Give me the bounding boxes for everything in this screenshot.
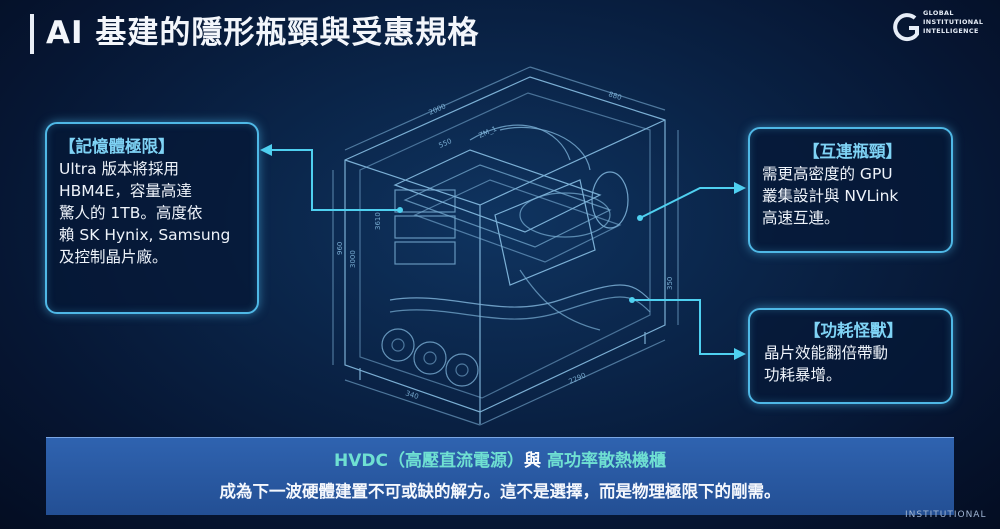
callout-body: Ultra 版本將採用 HBM4E，容量高達 驚人的 1TB。高度依 賴 SK … bbox=[59, 160, 231, 266]
dim-label: 350 bbox=[666, 277, 674, 290]
title-accent-bar bbox=[30, 14, 34, 54]
callout-interconnect-bottleneck: 【互連瓶頸】 需更高密度的 GPU 叢集設計與 NVLink 高速互連。 bbox=[748, 127, 953, 253]
page-title: AI 基建的隱形瓶頸與受惠規格 bbox=[46, 15, 480, 51]
brand-logo: GLOBAL INSTITUTIONAL INTELLIGENCE bbox=[893, 6, 993, 52]
callout-title: 【互連瓶頸】 bbox=[803, 142, 902, 161]
g-logo-icon bbox=[893, 13, 919, 42]
dim-label: 3000 bbox=[349, 250, 357, 268]
dim-label: 3610 bbox=[374, 212, 382, 230]
banner-cooling-cabinet: 高功率散熱機櫃 bbox=[546, 451, 666, 471]
dim-label: ZM_1 bbox=[478, 125, 498, 140]
callout-memory-limit: 【記憶體極限】 Ultra 版本將採用 HBM4E，容量高達 驚人的 1TB。高… bbox=[45, 122, 259, 314]
banner-headline: HVDC（高壓直流電源）與 高功率散熱機櫃 bbox=[46, 449, 954, 473]
logo-line-1: GLOBAL bbox=[923, 9, 954, 17]
logo-line-3: INTELLIGENCE bbox=[923, 27, 979, 35]
banner-connector: 與 bbox=[524, 451, 542, 471]
dim-label: 2290 bbox=[568, 371, 588, 386]
dim-label: 2000 bbox=[428, 102, 448, 117]
callout-title: 【記憶體極限】 bbox=[59, 137, 175, 156]
dim-label: 550 bbox=[438, 137, 453, 150]
callout-power-monster: 【功耗怪獸】 晶片效能翻倍帶動 功耗暴增。 bbox=[748, 308, 953, 404]
conclusion-banner: HVDC（高壓直流電源）與 高功率散熱機櫃 成為下一波硬體建置不可或缺的解方。這… bbox=[46, 437, 954, 515]
callout-body: 晶片效能翻倍帶動 功耗暴增。 bbox=[764, 344, 889, 384]
logo-line-2: INSTITUTIONAL bbox=[923, 18, 984, 26]
dim-label: 960 bbox=[336, 242, 344, 255]
callout-title: 【功耗怪獸】 bbox=[804, 321, 903, 340]
dim-label: 880 bbox=[607, 90, 622, 102]
dim-label: 340 bbox=[404, 389, 419, 401]
banner-hvdc: HVDC（高壓直流電源） bbox=[334, 451, 525, 471]
logo-text: GLOBAL INSTITUTIONAL INTELLIGENCE bbox=[923, 9, 983, 36]
watermark: INSTITUTIONAL bbox=[905, 510, 987, 520]
callout-body: 需更高密度的 GPU 叢集設計與 NVLink 高速互連。 bbox=[762, 165, 899, 227]
banner-subtitle: 成為下一波硬體建置不可或缺的解方。這不是選擇，而是物理極限下的剛需。 bbox=[219, 482, 781, 501]
